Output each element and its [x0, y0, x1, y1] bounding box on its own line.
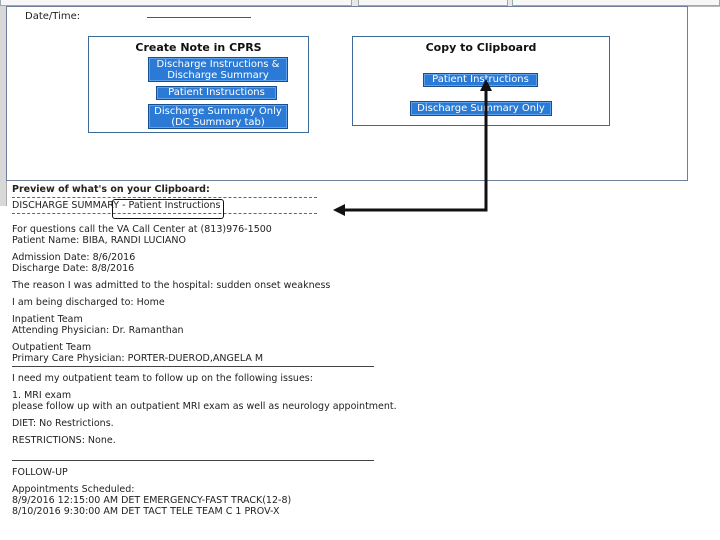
primary-care-physician: Primary Care Physician: PORTER-DUEROD,AN…: [12, 353, 264, 364]
discharged-to: I am being discharged to: Home: [12, 297, 165, 308]
create-note-title: Create Note in CPRS: [135, 41, 262, 54]
window-tab[interactable]: [358, 0, 508, 6]
button-label: Patient Instructions: [432, 74, 529, 85]
followup-heading: FOLLOW-UP: [12, 467, 68, 478]
issue-detail: please follow up with an outpatient MRI …: [12, 401, 397, 412]
divider: [12, 366, 374, 367]
note-title: DISCHARGE SUMMARY - Patient Instructions: [12, 200, 221, 211]
divider: [12, 213, 317, 214]
button-label: Discharge Summary Only: [154, 106, 282, 117]
appointment-item: 8/9/2016 12:15:00 AM DET EMERGENCY-FAST …: [12, 495, 292, 506]
date-time-label: Date/Time:: [25, 11, 81, 22]
appointments-heading: Appointments Scheduled:: [12, 484, 135, 495]
call-center-line: For questions call the VA Call Center at…: [12, 224, 272, 235]
issue-item: 1. MRI exam: [12, 390, 72, 401]
button-label: Patient Instructions: [168, 87, 265, 98]
copy-to-clipboard-group: Copy to Clipboard Patient Instructions D…: [352, 36, 610, 126]
admission-date: Admission Date: 8/6/2016: [12, 252, 136, 263]
note-title-highlight-box: [112, 199, 224, 219]
create-note-group: Create Note in CPRS Discharge Instructio…: [88, 36, 309, 133]
inpatient-team-heading: Inpatient Team: [12, 314, 83, 325]
button-label: Discharge Instructions &: [156, 59, 280, 70]
copy-patient-instructions-button[interactable]: Patient Instructions: [423, 73, 538, 87]
create-discharge-summary-only-button[interactable]: Discharge Summary Only (DC Summary tab): [148, 104, 288, 129]
button-label: Discharge Summary: [167, 70, 269, 81]
diet-line: DIET: No Restrictions.: [12, 418, 114, 429]
patient-name: Patient Name: BIBA, RANDI LUCIANO: [12, 235, 186, 246]
button-label: Discharge Summary Only: [417, 103, 545, 114]
window-tab[interactable]: [0, 0, 352, 6]
date-time-input[interactable]: [147, 9, 251, 18]
clipboard-preview: Preview of what's on your Clipboard: DIS…: [12, 184, 397, 517]
copy-discharge-summary-only-button[interactable]: Discharge Summary Only: [410, 101, 552, 116]
followup-intro: I need my outpatient team to follow up o…: [12, 373, 313, 384]
create-discharge-instructions-and-summary-button[interactable]: Discharge Instructions & Discharge Summa…: [148, 57, 288, 82]
copy-to-clipboard-title: Copy to Clipboard: [425, 41, 537, 54]
discharge-form-panel: Date/Time: Create Note in CPRS Discharge…: [6, 6, 688, 181]
divider: [12, 460, 374, 461]
restrictions-line: RESTRICTIONS: None.: [12, 435, 116, 446]
admission-reason: The reason I was admitted to the hospita…: [12, 280, 331, 291]
attending-physician: Attending Physician: Dr. Ramanthan: [12, 325, 184, 336]
button-label: (DC Summary tab): [171, 117, 265, 128]
create-patient-instructions-button[interactable]: Patient Instructions: [156, 86, 277, 100]
preview-heading: Preview of what's on your Clipboard:: [12, 184, 210, 195]
discharge-date: Discharge Date: 8/8/2016: [12, 263, 135, 274]
divider: [12, 197, 317, 198]
appointment-item: 8/10/2016 9:30:00 AM DET TACT TELE TEAM …: [12, 506, 280, 517]
outpatient-team-heading: Outpatient Team: [12, 342, 92, 353]
